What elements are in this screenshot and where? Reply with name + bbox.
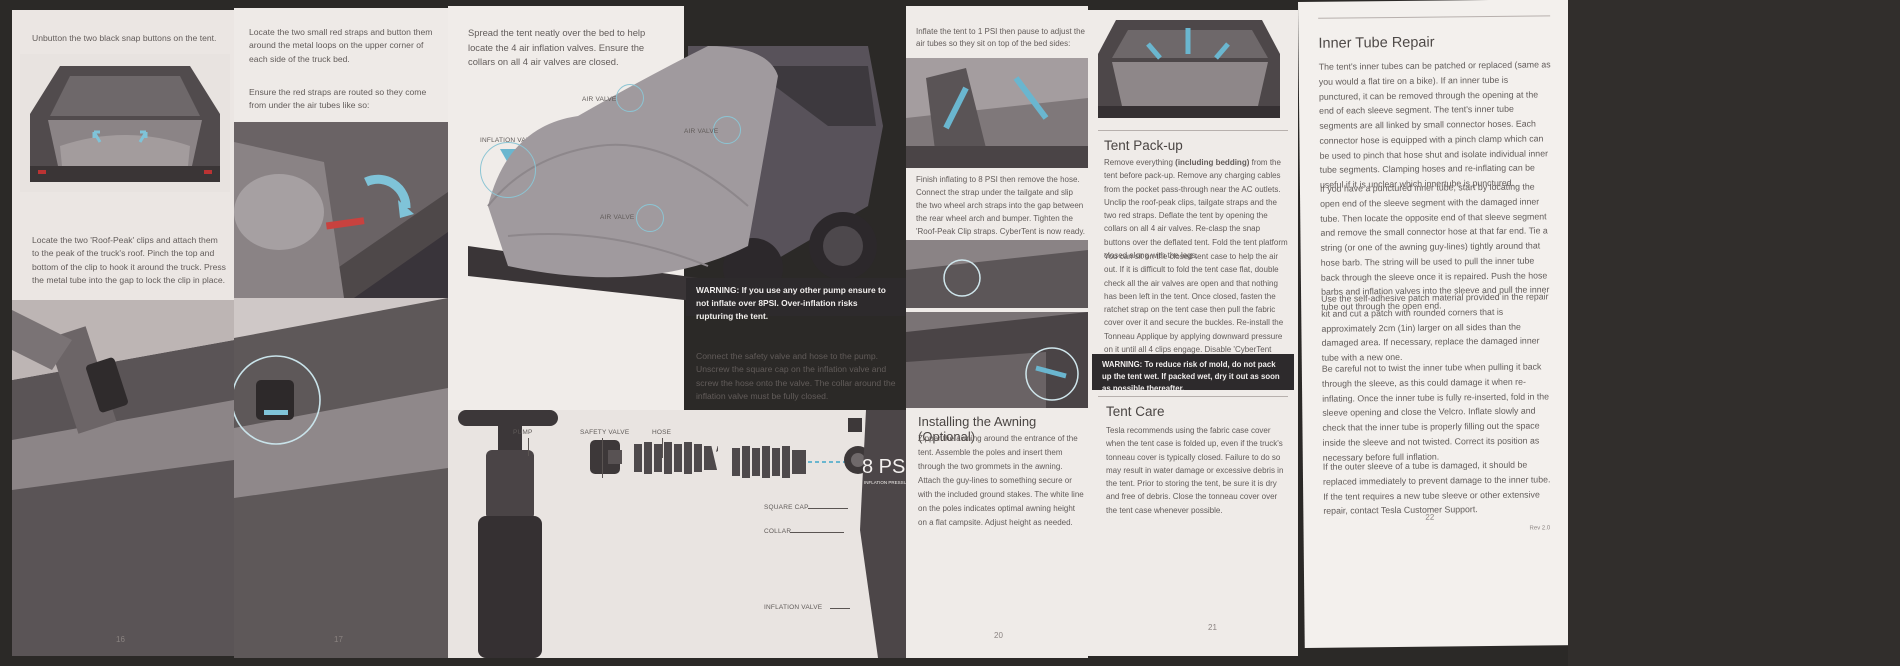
tailgate-strap-photo xyxy=(906,240,1088,308)
packup-truck-photo xyxy=(1088,14,1288,118)
step-inflate-1psi: Inflate the tent to 1 PSI then pause to … xyxy=(916,27,1086,49)
page-number: 16 xyxy=(116,635,125,644)
inflation-valve-marker xyxy=(480,142,536,198)
step-finish-inflating: Finish inflating to 8 PSI then remove th… xyxy=(916,175,1086,236)
page-number: 17 xyxy=(334,635,343,644)
warning-pump: WARNING: If you use any other pump ensur… xyxy=(686,278,906,321)
revision-label: Rev 2.0 xyxy=(1529,525,1551,532)
packup-text-1: Remove everything (including bedding) fr… xyxy=(1104,158,1288,260)
label-collar: COLLAR xyxy=(764,528,792,535)
roof-peak-clip-photo xyxy=(12,300,234,656)
page-number: 21 xyxy=(1208,623,1217,632)
label-square-cap: SQUARE CAP xyxy=(764,504,809,511)
page-16: Unbutton the two black snap buttons on t… xyxy=(12,10,234,656)
warning-mold: WARNING: To reduce risk of mold, do not … xyxy=(1092,354,1294,393)
step-connect-pump: Connect the safety valve and hose to the… xyxy=(696,351,896,401)
step-strap-routing: Ensure the red straps are routed so they… xyxy=(249,87,427,111)
label-air-valve-3: AIR VALVE xyxy=(600,214,635,221)
tent-care-heading: Tent Care xyxy=(1106,404,1165,419)
inner-tube-p3: Use the self-adhesive patch material pro… xyxy=(1321,291,1549,363)
tent-care-text: Tesla recommends using the fabric case c… xyxy=(1106,426,1284,515)
air-valve-marker-3 xyxy=(636,204,664,232)
packup-text-2: You can sit on the closed tent case to h… xyxy=(1104,252,1284,367)
air-valve-marker-2 xyxy=(713,116,741,144)
inner-tube-p5: If the outer sleeve of a tube is damaged… xyxy=(1322,459,1551,517)
psi-big-label: 8 PSI xyxy=(862,456,911,478)
label-air-valve-1: AIR VALVE xyxy=(582,96,617,103)
page-19: WARNING: If you use any other pump ensur… xyxy=(684,6,906,658)
label-air-valve-2: AIR VALVE xyxy=(684,128,719,135)
label-safety-valve: SAFETY VALVE xyxy=(580,429,630,436)
page-17: Locate the two small red straps and butt… xyxy=(234,8,448,658)
roof-clip-closeup-photo xyxy=(234,298,448,658)
air-valve-marker-1 xyxy=(616,84,644,112)
page-22: Inner Tube Repair The tent's inner tubes… xyxy=(1298,0,1575,648)
awning-text: Zipper the awning around the entrance of… xyxy=(918,434,1084,527)
pump-assembly-illustration xyxy=(448,410,908,658)
step-roof-peak-clips: Locate the two 'Roof-Peak' clips and att… xyxy=(32,235,226,285)
step-unbutton: Unbutton the two black snap buttons on t… xyxy=(32,33,217,43)
label-inflation-valve-2: INFLATION VALVE xyxy=(764,604,823,611)
inner-tube-repair-heading: Inner Tube Repair xyxy=(1318,34,1435,52)
red-strap-photo xyxy=(234,122,448,298)
table-background xyxy=(1568,0,1900,666)
inner-tube-p1: The tent's inner tubes can be patched or… xyxy=(1318,59,1551,190)
page-number: 22 xyxy=(1425,512,1435,522)
label-pump: PUMP xyxy=(513,429,533,436)
page-number: 20 xyxy=(994,631,1003,640)
page-21: Tent Pack-up Remove everything (includin… xyxy=(1088,10,1298,656)
air-tube-photo xyxy=(906,58,1088,168)
packup-heading: Tent Pack-up xyxy=(1104,138,1183,153)
tent-bed-photo xyxy=(20,54,230,192)
inner-tube-p4: Be careful not to twist the inner tube w… xyxy=(1321,361,1550,463)
page-20: Inflate the tent to 1 PSI then pause to … xyxy=(906,6,1088,658)
awning-heading: Installing the Awning (Optional) xyxy=(918,414,1037,444)
label-inflation-valve: INFLATION VALVE xyxy=(480,137,539,144)
label-hose: HOSE xyxy=(652,429,672,436)
wheel-arch-strap-photo xyxy=(906,312,1088,408)
step-spread-tent: Spread the tent neatly over the bed to h… xyxy=(468,27,646,68)
psi-small-label: INFLATION PRESSURE xyxy=(864,480,914,485)
step-red-straps: Locate the two small red straps and butt… xyxy=(249,27,433,64)
